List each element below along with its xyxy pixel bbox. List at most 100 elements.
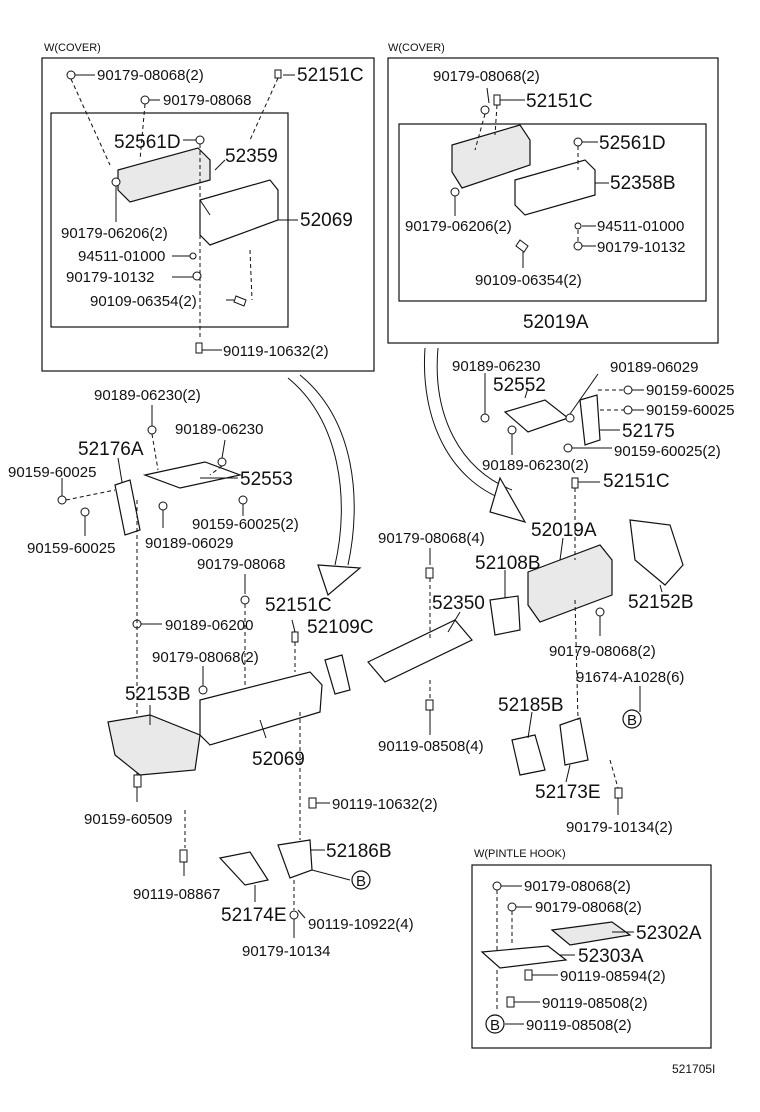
bracket-52175 xyxy=(579,394,601,446)
cover-box-left: W(COVER) 90179-08068(2) xyxy=(41,42,375,372)
bracket-52109c xyxy=(324,654,351,695)
part-label: 52359 xyxy=(225,146,278,167)
part-label: 90179-10134 xyxy=(242,943,330,960)
bolt-icon xyxy=(80,507,90,517)
clip-icon xyxy=(425,567,434,579)
part-label: 90179-08068 xyxy=(163,92,251,109)
bolt-icon xyxy=(524,969,533,981)
part-label: 52151C xyxy=(297,65,364,86)
flow-arrows xyxy=(287,347,527,597)
part-label: 52561D xyxy=(599,133,666,154)
bolt-icon xyxy=(195,342,203,354)
part-label: 90179-08068(2) xyxy=(152,649,259,666)
center-group: B 90179-08068(4) 52108B 52350 90119-0850… xyxy=(367,471,694,836)
fastener-icon xyxy=(240,595,250,605)
part-label: 52176A xyxy=(78,439,144,460)
bolt-icon xyxy=(480,413,490,423)
bracket-52176a xyxy=(114,479,141,536)
part-label: 90189-06230 xyxy=(452,358,540,375)
part-label: 90179-08068(2) xyxy=(549,643,656,660)
arrow-head-right xyxy=(489,476,527,523)
bumper-arm-52069 xyxy=(199,671,323,746)
reference-letter: B xyxy=(356,873,366,890)
step-pad-52153b xyxy=(107,714,201,776)
part-label: 90159-60509 xyxy=(84,811,172,828)
fastener-icon xyxy=(573,137,583,147)
bumper-arm-52019a xyxy=(527,544,613,623)
bolt-icon xyxy=(506,996,515,1008)
part-label: 52552 xyxy=(493,375,546,396)
bracket-group-left: 90189-06230(2) 90189-06230 52176A 90159-… xyxy=(8,387,299,780)
part-label: 52153B xyxy=(125,684,191,705)
fastener-icon xyxy=(195,135,205,145)
bracket-group-right: 90189-06230 90189-06029 52552 90159-6002… xyxy=(452,358,734,474)
cover-box-right: W(COVER) 90179-08068(2) 52151C 52561D 52… xyxy=(387,42,719,344)
part-label: 52174E xyxy=(221,905,287,926)
fastener-icon xyxy=(595,607,605,617)
part-label: 52173E xyxy=(535,782,601,803)
step-pad-52152b xyxy=(629,519,684,586)
bolt-icon xyxy=(57,495,67,505)
bolt-icon xyxy=(614,787,623,799)
clip-icon xyxy=(571,477,579,489)
part-label: 90179-10132 xyxy=(66,269,154,286)
part-label: 90119-08508(4) xyxy=(378,738,484,755)
fastener-icon xyxy=(480,105,490,115)
bolt-icon xyxy=(425,699,434,711)
part-label: 90179-08068(2) xyxy=(433,68,540,85)
part-label: 90179-08068 xyxy=(197,556,285,573)
bracket-52185b xyxy=(511,734,546,776)
bracket-52553 xyxy=(142,461,243,489)
bracket-52108b xyxy=(489,595,521,636)
part-label: 90119-08594(2) xyxy=(560,968,666,985)
cover-part-52561d xyxy=(451,124,531,189)
bolt-icon xyxy=(507,425,517,435)
part-label: 90189-06230(2) xyxy=(482,457,589,474)
part-label: 90159-60025(2) xyxy=(614,443,721,460)
bolt-icon xyxy=(515,239,529,253)
part-label: 52019A xyxy=(531,520,597,541)
brace-52350 xyxy=(367,619,473,683)
nut-icon xyxy=(492,881,502,891)
part-label: 52553 xyxy=(240,469,293,490)
part-label: 90179-08068(4) xyxy=(378,530,485,547)
part-label: 52151C xyxy=(526,91,593,112)
reference-letter: B xyxy=(627,712,637,729)
part-label: 52175 xyxy=(622,421,675,442)
cover-part-52359 xyxy=(199,179,279,246)
part-label: 52152B xyxy=(628,592,694,613)
reference-callout-b xyxy=(351,870,371,890)
cover-part-52358b xyxy=(514,159,596,216)
part-label: 94511-01000 xyxy=(597,218,684,235)
reference-letter: B xyxy=(490,1017,500,1034)
part-label: 52303A xyxy=(578,946,644,967)
bolt-icon xyxy=(238,495,248,505)
clip-icon xyxy=(274,69,282,79)
part-label: 90179-08068(2) xyxy=(97,67,204,84)
part-label: 90189-06029 xyxy=(610,359,698,376)
fastener-icon xyxy=(450,187,460,197)
part-label: 52302A xyxy=(636,923,702,944)
figure-code: 521705I xyxy=(672,1062,715,1076)
part-label: 90109-06354(2) xyxy=(90,293,197,310)
part-label: 52069 xyxy=(300,210,353,231)
bumper-group-left: B 52151C 52109C 90179-08068(2) 52153B 52… xyxy=(84,595,438,960)
bolt-icon xyxy=(623,405,633,415)
part-label: 90189-06200 xyxy=(165,617,253,634)
washer-icon xyxy=(507,902,517,912)
nut-icon xyxy=(289,910,299,920)
bolt-icon xyxy=(217,457,227,467)
part-label: 90119-08867 xyxy=(133,886,220,903)
bolt-icon xyxy=(233,295,247,307)
part-label: 90179-06206(2) xyxy=(405,218,512,235)
part-label: 90179-06206(2) xyxy=(61,225,168,242)
part-label: 90179-08068(2) xyxy=(535,899,642,916)
part-label: 52019A xyxy=(523,312,589,333)
washer-icon xyxy=(189,252,197,260)
reference-callout-b xyxy=(485,1014,505,1034)
part-label: 90119-10632(2) xyxy=(332,796,438,813)
part-label: 52109C xyxy=(307,617,374,638)
part-label: 94511-01000 xyxy=(78,248,165,265)
fastener-icon xyxy=(198,685,208,695)
